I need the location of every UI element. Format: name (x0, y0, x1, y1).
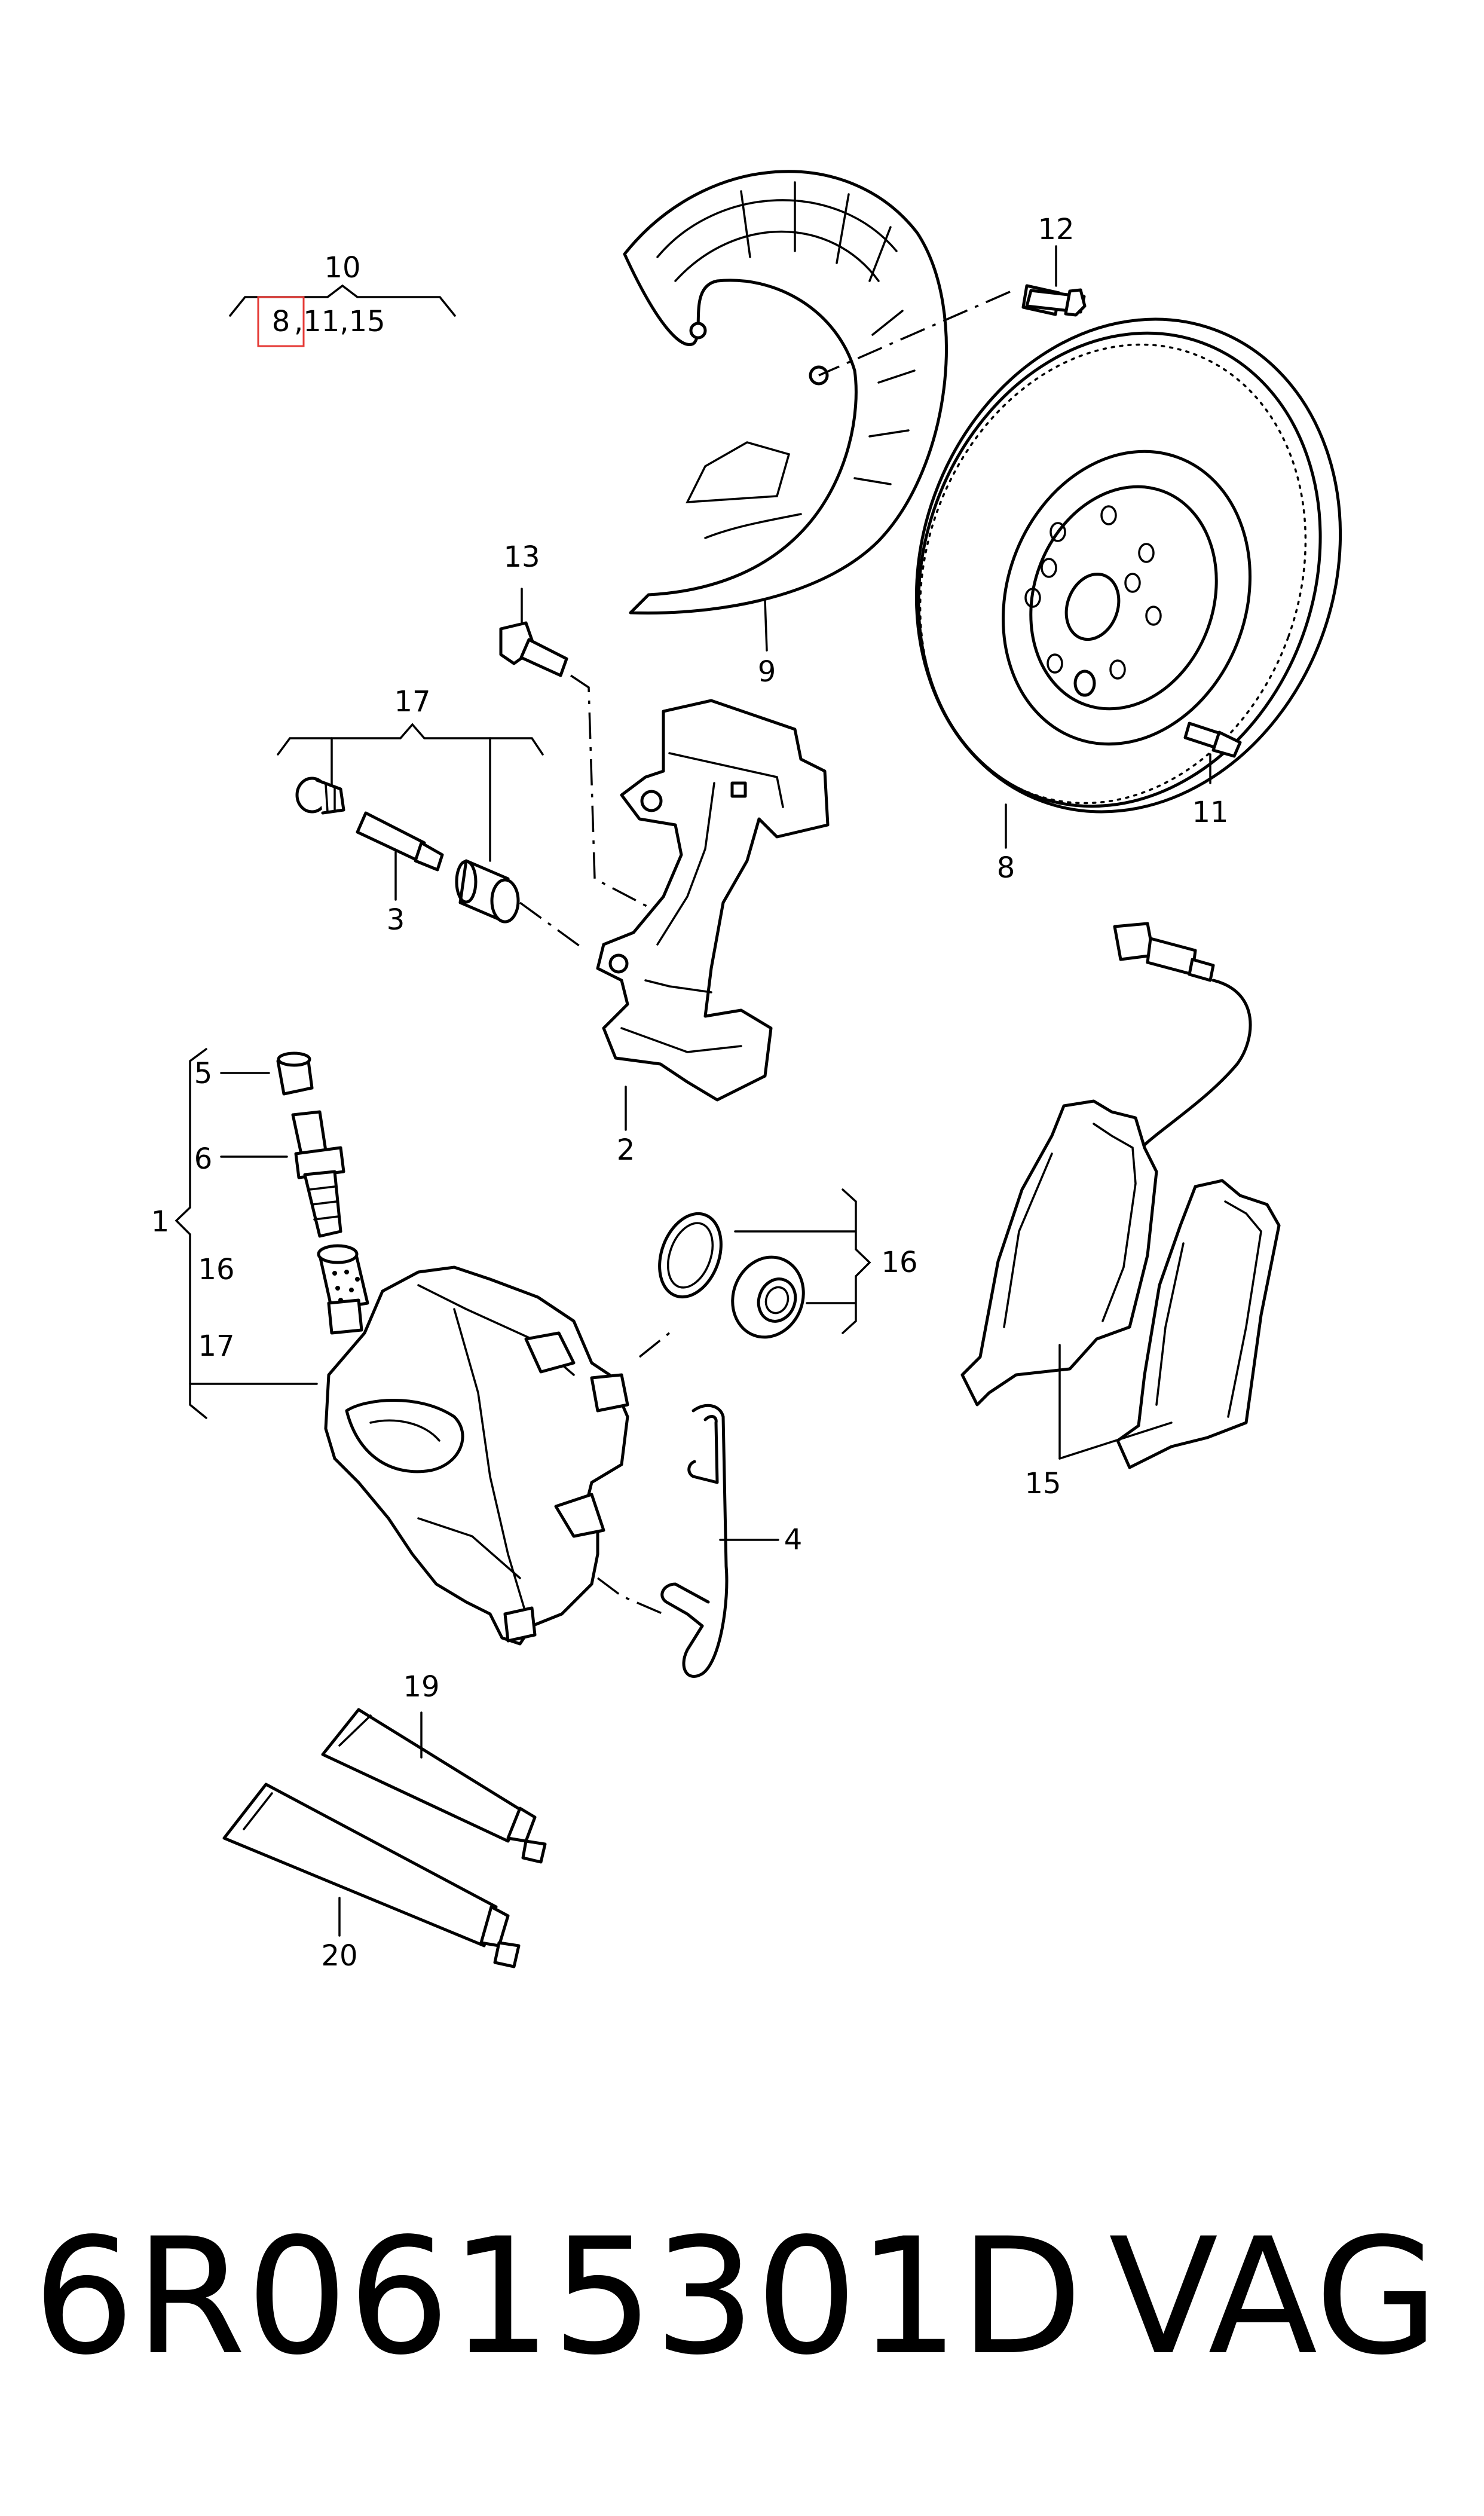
callout-19: 19 (403, 1670, 439, 1704)
piston-seal (658, 1212, 723, 1299)
bolt-12 (1021, 284, 1087, 317)
caliper-body (324, 1265, 629, 1646)
bleed-valve (291, 1110, 345, 1238)
callout-17-top: 17 (394, 685, 430, 719)
callout-2: 2 (617, 1133, 635, 1167)
wear-sensor (1113, 922, 1252, 1150)
grease-tube-19 (321, 1708, 547, 1864)
splash-shield (623, 170, 948, 615)
callout-15: 15 (1024, 1467, 1061, 1500)
bracket-17-top (277, 723, 544, 862)
callout-1: 1 (151, 1205, 170, 1239)
part-number: 6R0615301D (33, 2204, 1083, 2390)
callout-16-left: 16 (198, 1253, 234, 1286)
callout-20: 20 (321, 1939, 357, 1973)
bracket-1 (175, 1048, 318, 1419)
retaining-spring (660, 1404, 729, 1678)
guide-sleeve (455, 859, 520, 924)
callout-11: 11 (1192, 796, 1228, 829)
bracket-16-right (734, 1188, 871, 1334)
callout-10: 10 (324, 251, 360, 285)
callout-16-right: 16 (881, 1246, 917, 1279)
brake-pad-outer (1116, 1179, 1281, 1469)
callout-9: 9 (758, 655, 776, 689)
callout-6: 6 (194, 1142, 213, 1176)
guide-pin (356, 811, 444, 872)
callout-13: 13 (503, 540, 540, 574)
callout-10-item-8: 8 (272, 305, 290, 338)
callout-8: 8 (997, 851, 1015, 885)
callout-4: 4 (784, 1523, 803, 1557)
caliper-carrier (596, 699, 830, 1102)
callout-17-left: 17 (198, 1329, 234, 1363)
callout-10-items: 8 (272, 305, 290, 338)
callout-10-items-rest: ,11,15 (294, 305, 385, 338)
dust-boot (731, 1255, 805, 1339)
piston (317, 1244, 369, 1335)
callout-5: 5 (194, 1057, 213, 1090)
brand-name: VAG (1109, 2204, 1439, 2390)
brake-disc (914, 317, 1342, 814)
callout-12: 12 (1038, 213, 1074, 246)
bleeder-cap (276, 1051, 314, 1096)
brake-pad-inner (960, 1099, 1158, 1407)
bolt-13 (499, 621, 568, 677)
highlight-box (257, 296, 305, 347)
grease-tube-20 (222, 1783, 521, 1968)
bracket-10 (229, 284, 456, 347)
callout-3: 3 (387, 903, 405, 937)
guide-cap (295, 776, 345, 815)
screw-11 (1183, 722, 1242, 758)
